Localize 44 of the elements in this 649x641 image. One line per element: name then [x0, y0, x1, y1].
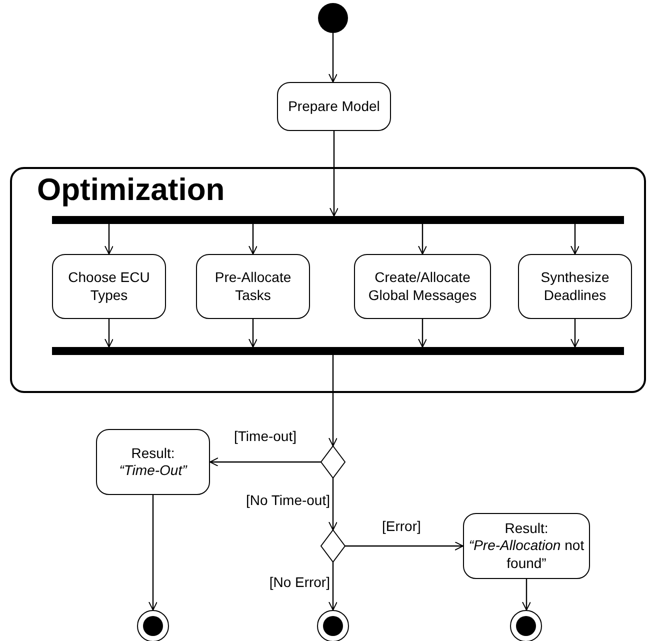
arrow — [104, 224, 114, 254]
action-text: Pre-Allocate Tasks — [214, 269, 292, 304]
action-text: Choose ECU Types — [67, 269, 151, 304]
sync-bar — [52, 347, 624, 355]
action-text: Prepare Model — [288, 98, 380, 116]
arrow — [522, 579, 531, 610]
arrow — [345, 542, 464, 550]
arrow — [330, 131, 338, 216]
arrow — [418, 224, 427, 254]
arrow — [418, 319, 427, 348]
action-box — [518, 254, 632, 319]
action-text: “Pre-Allocation not found” — [468, 537, 585, 572]
decision-diamond — [321, 530, 345, 562]
action-text: Synthesize Deadlines — [540, 269, 610, 304]
arrow — [328, 355, 338, 446]
action-box — [277, 82, 391, 131]
edge-label: [Error] — [380, 518, 423, 534]
end-node — [137, 610, 169, 641]
arrow — [104, 319, 114, 348]
arrow — [570, 319, 580, 348]
start-node — [318, 3, 348, 33]
action-box — [354, 254, 491, 319]
action-text: Result: — [504, 520, 548, 538]
action-text: Result: — [131, 444, 175, 462]
arrow — [210, 458, 321, 466]
arrow — [328, 562, 338, 610]
edge-label: [Time-out] — [232, 428, 298, 444]
arrow — [570, 224, 580, 254]
end-node — [510, 610, 542, 641]
arrow — [328, 33, 338, 82]
action-text: Create/Allocate Global Messages — [367, 269, 478, 304]
sync-bar — [52, 216, 624, 224]
action-text: “Time-Out” — [119, 462, 187, 480]
arrow — [248, 224, 258, 254]
action-box — [96, 429, 210, 495]
action-box — [196, 254, 310, 319]
decision-diamond — [321, 446, 345, 478]
action-box — [52, 254, 166, 319]
end-node — [317, 610, 349, 641]
region-frame — [10, 167, 646, 393]
arrow — [328, 478, 338, 530]
arrow — [148, 495, 158, 610]
action-box — [463, 513, 590, 579]
arrow — [248, 319, 258, 348]
